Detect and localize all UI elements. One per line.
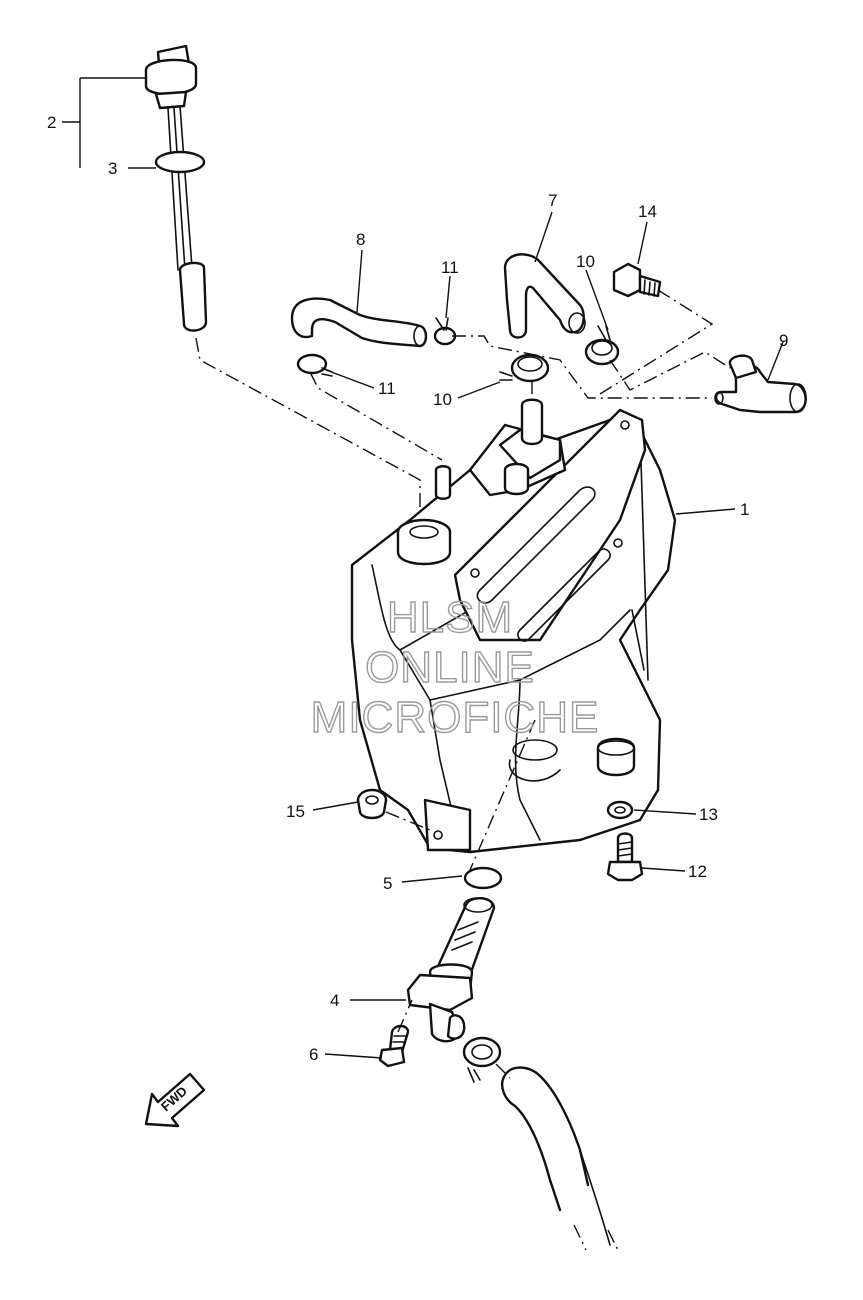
oil-level-gauge (144, 44, 208, 332)
bolt-14 (612, 262, 662, 298)
fwd-arrow-icon: FWD (144, 1072, 206, 1128)
callout-9: 9 (779, 331, 788, 350)
oil-tank (350, 398, 677, 854)
callout-3: 3 (108, 159, 117, 178)
washer-13 (606, 800, 634, 820)
hose-clip-11-lower (296, 353, 333, 377)
o-ring-5 (463, 866, 503, 890)
feed-hose (501, 1066, 611, 1246)
watermark-line-2: ONLINE (365, 643, 535, 692)
callout-11-upper: 11 (441, 258, 459, 277)
breather-hose-7 (503, 253, 586, 339)
assembly-lines (195, 289, 731, 1251)
watermark-line-3: MICROFICHE (311, 693, 600, 742)
leader-lines (62, 77, 784, 1059)
callout-8: 8 (356, 230, 365, 249)
callout-14: 14 (638, 202, 657, 221)
callout-10-upper: 10 (576, 252, 595, 271)
hose-joint-9 (714, 354, 807, 414)
callout-4: 4 (330, 991, 339, 1010)
bolt-12 (606, 832, 644, 882)
bolt-6 (378, 1024, 410, 1068)
cap (596, 737, 636, 777)
strainer-4 (406, 897, 496, 1043)
callout-5: 5 (383, 874, 392, 893)
callout-7: 7 (548, 191, 557, 210)
callout-1: 1 (740, 500, 749, 519)
callout-15: 15 (286, 802, 305, 821)
watermark-line-1: HLSM (387, 593, 513, 642)
o-ring (154, 150, 206, 174)
callout-10-lower: 10 (433, 390, 452, 409)
callout-12: 12 (688, 862, 707, 881)
breather-hose-8 (290, 297, 428, 348)
callout-11-lower: 11 (378, 379, 396, 398)
watermark: HLSM ONLINE MICROFICHE (310, 592, 600, 742)
hose-clamp-10-upper (584, 325, 620, 366)
callout-6: 6 (309, 1045, 318, 1064)
grommet-15 (356, 788, 388, 820)
hose-clip-11-upper (433, 317, 457, 346)
callout-2: 2 (47, 113, 56, 132)
callout-13: 13 (699, 805, 718, 824)
hose-clamp-lower (462, 1036, 502, 1083)
hose-clamp-10-lower (499, 353, 550, 383)
